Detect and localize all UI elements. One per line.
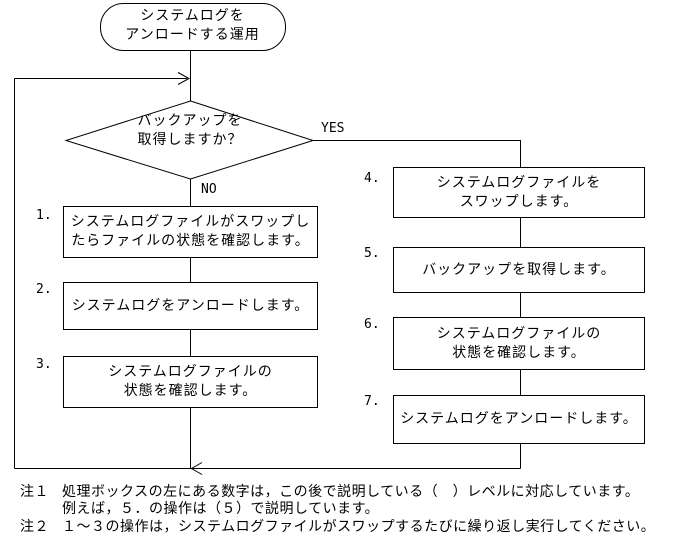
process-box-3-line2: 状態を確認します。 — [123, 383, 258, 399]
connector-yes-branch — [313, 140, 521, 167]
start-node: システムログを アンロードする運用 — [100, 7, 285, 45]
process-box-1-line2: たらファイルの状態を確認します。 — [71, 233, 310, 249]
process-box-3: システムログファイルの 状態を確認します。 — [63, 356, 318, 408]
process-box-2: システムログをアンロードします。 — [63, 282, 318, 330]
process-box-6: システムログファイルの 状態を確認します。 — [393, 317, 645, 370]
process-box-6-line1: システムログファイルの — [436, 325, 602, 342]
process-box-6-line2: 状態を確認します。 — [452, 344, 586, 361]
step-number-4: 4. — [364, 171, 380, 186]
step-number-5: 5. — [364, 246, 380, 261]
note-1-label: 注１ — [20, 484, 49, 500]
step-number-2: 2. — [36, 282, 52, 297]
step-number-1: 1. — [36, 208, 52, 223]
process-box-2-line1: システムログをアンロードします。 — [71, 297, 310, 314]
loopback-arrowhead — [177, 72, 191, 85]
note-1-line2: 例えば，５．の操作は（５）で説明しています。 — [62, 501, 380, 517]
no-branch-label: NO — [201, 182, 217, 197]
process-box-5: バックアップを取得します。 — [393, 247, 645, 293]
start-node-shape — [100, 3, 286, 51]
process-box-4-line2: スワップします。 — [459, 193, 579, 210]
note-2-label: 注２ — [20, 519, 49, 535]
process-box-4-line1: システムログファイルを — [436, 174, 602, 191]
process-box-1: システムログファイルがスワップし たらファイルの状態を確認します。 — [63, 206, 318, 258]
process-box-5-line1: バックアップを取得します。 — [422, 261, 616, 278]
decision-label-line2: 取得しますか？ — [137, 132, 243, 148]
start-node-label-line2: アンロードする運用 — [125, 27, 260, 43]
start-node-label-line1: システムログを — [140, 8, 245, 24]
process-box-7: システムログをアンロードします。 — [393, 395, 645, 444]
yes-branch-label: YES — [321, 121, 345, 136]
decision-node: バックアップを 取得しますか？ — [95, 112, 285, 150]
note-1-line1: 処理ボックスの左にある数字は，この後で説明している（ ）レベルに対応しています。 — [62, 484, 640, 500]
note-2-line1: １～３の操作は，システムログファイルがスワップするたびに繰り返し実行してください… — [62, 519, 656, 535]
process-box-1-line1: システムログファイルがスワップし — [70, 214, 311, 230]
process-box-3-line1: システムログファイルの — [108, 364, 273, 380]
step-number-6: 6. — [364, 317, 380, 332]
process-box-4: システムログファイルを スワップします。 — [393, 167, 645, 218]
process-box-7-line1: システムログをアンロードします。 — [400, 411, 638, 427]
decision-label-line1: バックアップを — [137, 113, 243, 129]
step-number-7: 7. — [364, 394, 380, 409]
step-number-3: 3. — [36, 357, 52, 372]
bottom-return-arrowhead — [190, 462, 203, 475]
